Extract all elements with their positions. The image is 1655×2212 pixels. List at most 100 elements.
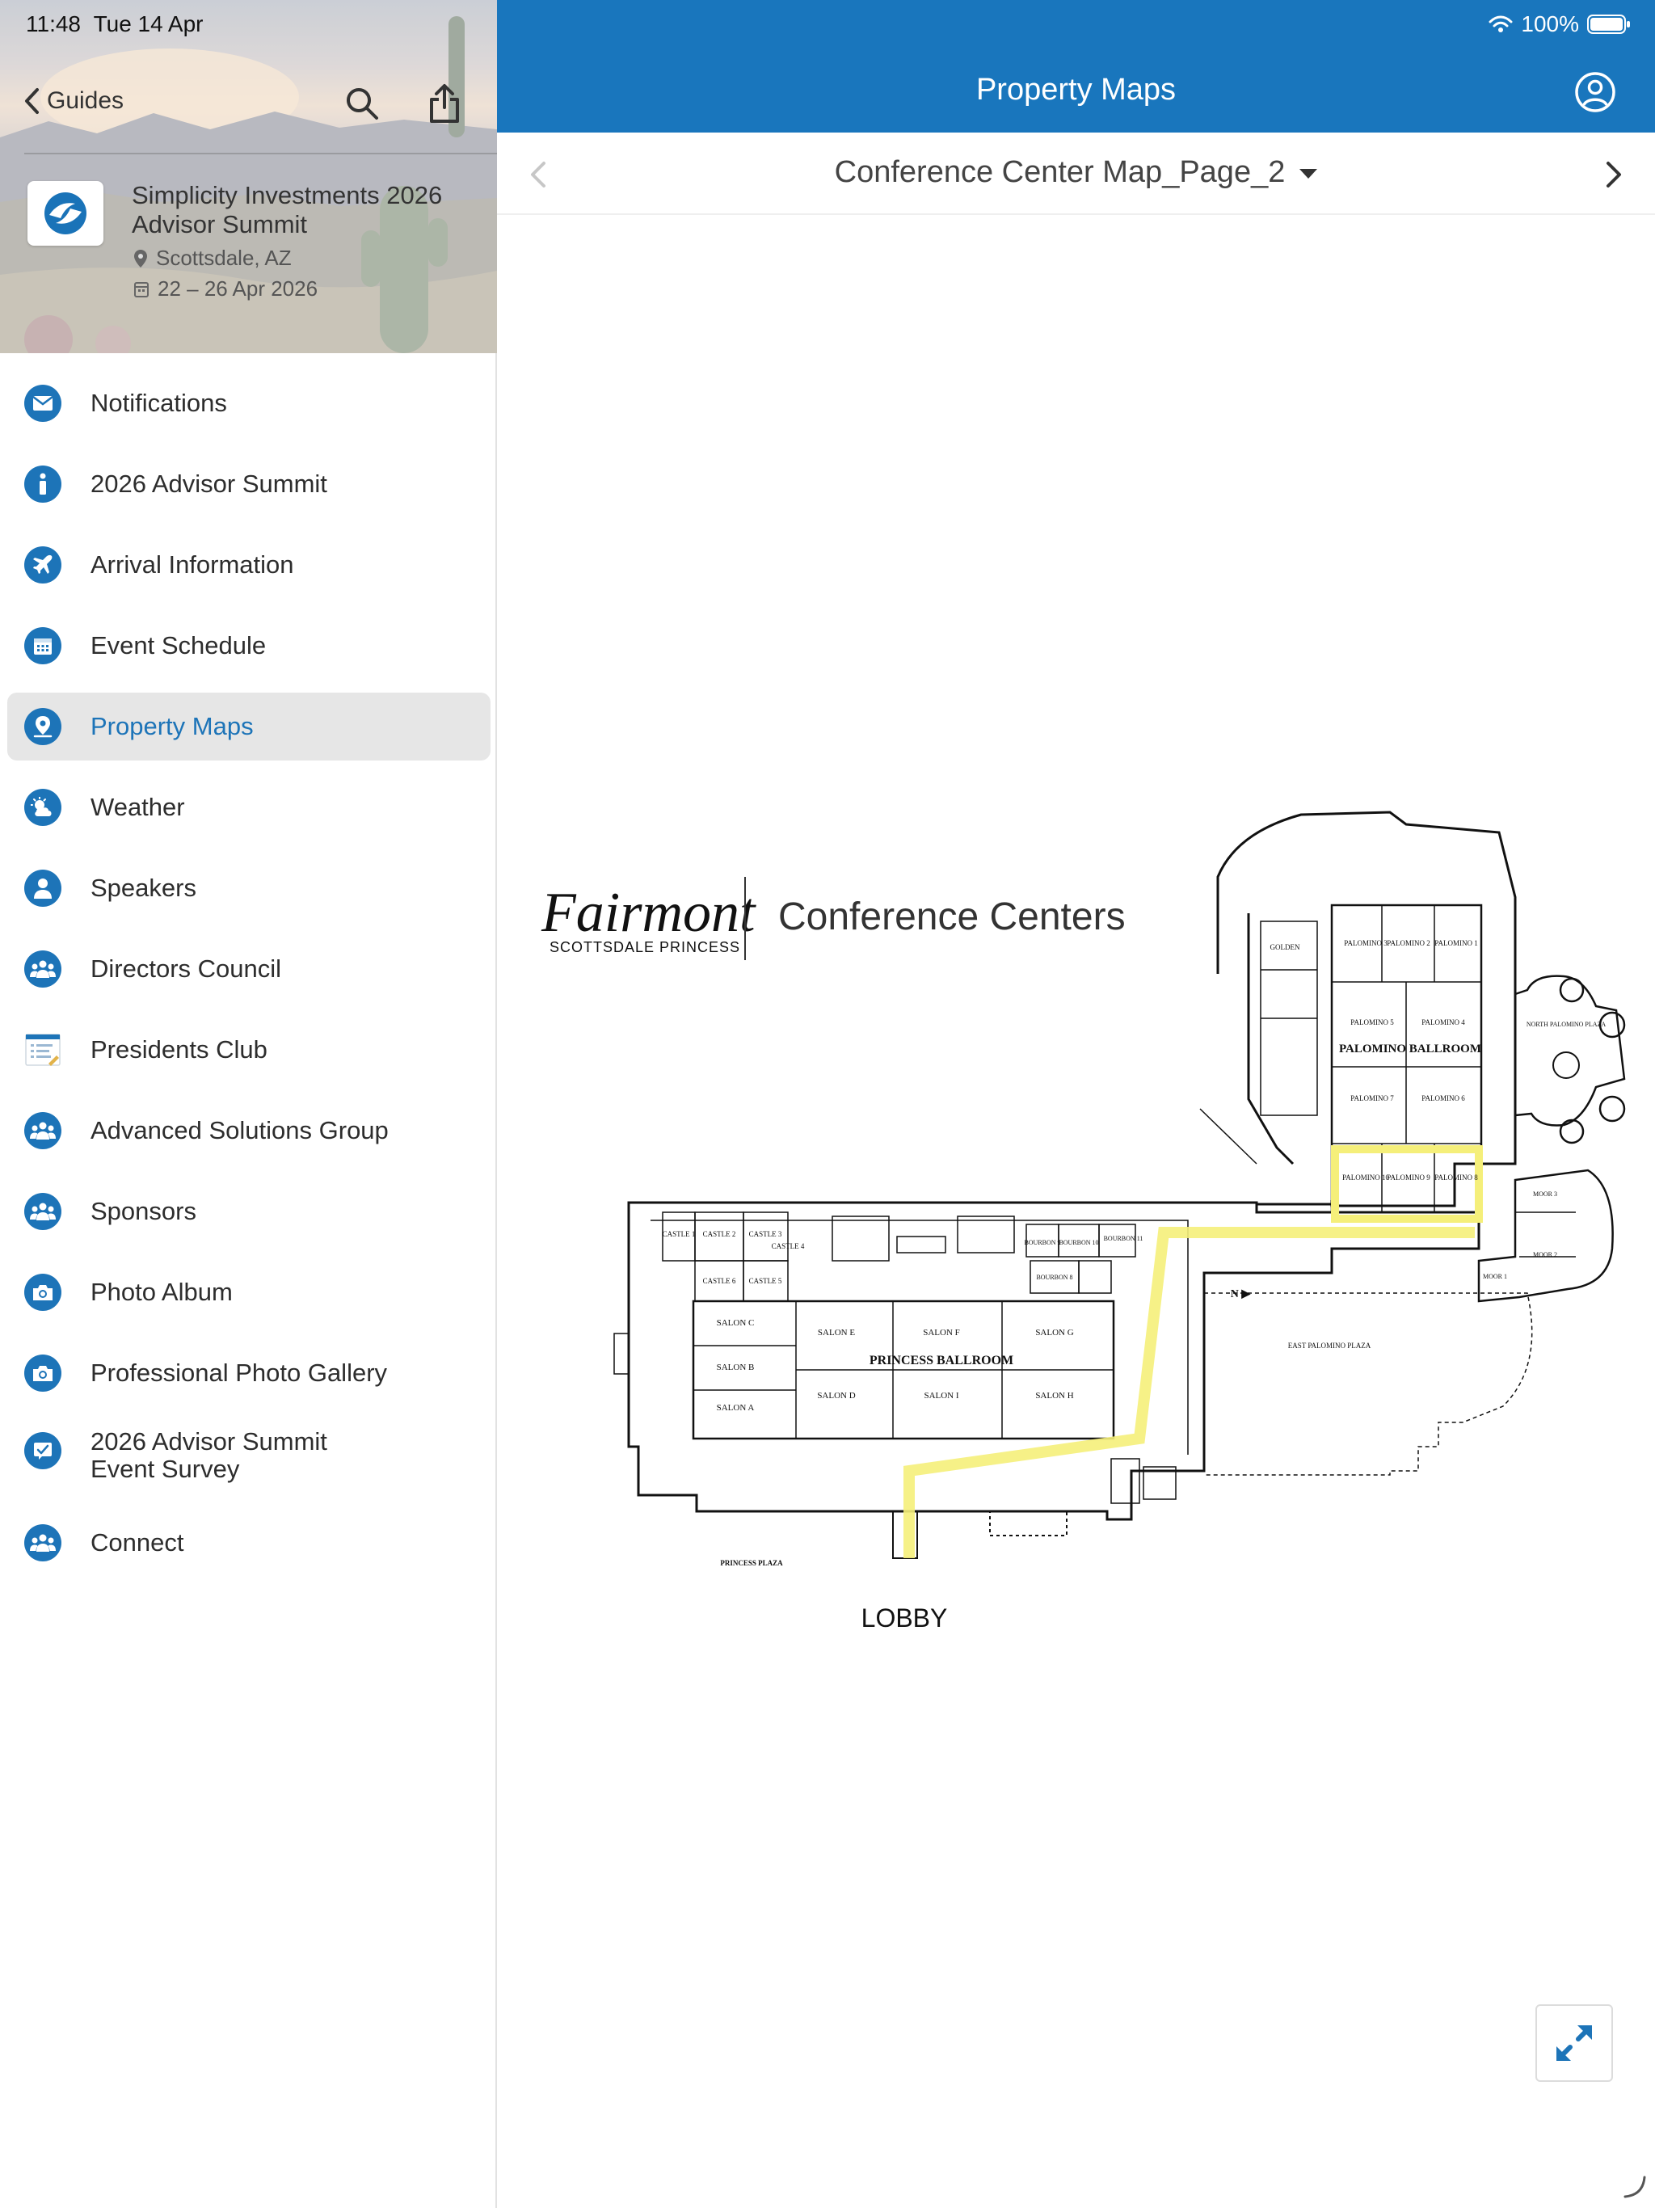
- sidebar-item-label: Advanced Solutions Group: [91, 1116, 389, 1144]
- palomino-wing-inner: [1247, 913, 1295, 1165]
- event-header: 11:48 Tue 14 Apr Guides Simplicity Inves…: [0, 0, 497, 353]
- north-arrow: N ▶: [1231, 1288, 1252, 1300]
- share-button[interactable]: [422, 81, 467, 126]
- sidebar-item-event-schedule[interactable]: Event Schedule: [0, 605, 497, 686]
- sidebar-item-label: Notifications: [91, 389, 227, 417]
- west-entrance: [613, 1333, 629, 1375]
- sidebar-item-label: Photo Album: [91, 1278, 233, 1306]
- map-viewer[interactable]: Fairmont SCOTTSDALE PRINCESS Conference …: [497, 215, 1655, 2208]
- label-salon-c: SALON C: [717, 1318, 755, 1328]
- page-title: Property Maps: [975, 73, 1177, 107]
- fullscreen-button[interactable]: [1535, 2004, 1613, 2082]
- label-palomino-10: PALOMINO 10: [1342, 1173, 1389, 1182]
- header-divider: [24, 153, 497, 154]
- sidebar-item-weather[interactable]: Weather: [0, 767, 497, 848]
- label-castle-1: CASTLE 1: [663, 1230, 696, 1238]
- group-icon: [24, 1524, 61, 1561]
- label-castle-4: CASTLE 4: [772, 1242, 805, 1250]
- label-castle-3: CASTLE 3: [749, 1230, 782, 1238]
- label-palomino-3: PALOMINO 3: [1344, 939, 1388, 947]
- calendar-small-icon: [134, 281, 149, 297]
- weather-icon: [24, 789, 61, 826]
- camera-icon: [24, 1274, 61, 1311]
- north-plaza-fountain: [1552, 1051, 1580, 1079]
- princess-wing-outline: [627, 1201, 1480, 1521]
- sidebar-item-arrival-information[interactable]: Arrival Information: [0, 525, 497, 605]
- profile-button[interactable]: [1574, 71, 1616, 113]
- label-princess-ballroom: PRINCESS BALLROOM: [870, 1354, 1013, 1367]
- palomino-wing-outline: [1216, 811, 1517, 1207]
- north-approach: [1199, 1108, 1257, 1165]
- group-icon: [24, 950, 61, 988]
- previous-page-button[interactable]: [516, 152, 562, 197]
- airplane-icon: [24, 546, 61, 584]
- label-salon-d: SALON D: [817, 1391, 855, 1401]
- sidebar-item-event-survey[interactable]: 2026 Advisor Summit Event Survey: [0, 1414, 497, 1502]
- sidebar-item-directors-council[interactable]: Directors Council: [0, 929, 497, 1009]
- service-rooms: [832, 1216, 1177, 1504]
- next-page-button[interactable]: [1590, 152, 1636, 197]
- navigation-bar: 100% Property Maps: [497, 0, 1655, 133]
- label-palomino-6: PALOMINO 6: [1421, 1094, 1465, 1102]
- location-pin-icon: [134, 249, 147, 268]
- north-plaza-tower-2: [1598, 1095, 1626, 1123]
- label-salon-a: SALON A: [717, 1403, 755, 1413]
- map-page-bar: Conference Center Map_Page_2: [497, 133, 1655, 215]
- brand-subtitle: SCOTTSDALE PRINCESS: [550, 939, 740, 955]
- envelope-icon: [24, 385, 61, 422]
- sidebar-item-photo-album[interactable]: Photo Album: [0, 1252, 497, 1333]
- label-palomino-5: PALOMINO 5: [1350, 1018, 1394, 1026]
- sidebar-item-property-maps[interactable]: Property Maps: [0, 686, 497, 767]
- bourbon-rooms: [1025, 1224, 1136, 1294]
- palomino-room-dividers: [1332, 905, 1481, 1212]
- label-salon-f: SALON F: [923, 1328, 960, 1338]
- route-line: [903, 1227, 1475, 1558]
- label-east-palomino-plaza: EAST PALOMINO PLAZA: [1288, 1342, 1371, 1350]
- sidebar-item-professional-photo-gallery[interactable]: Professional Photo Gallery: [0, 1333, 497, 1414]
- label-palomino-ballroom: PALOMINO BALLROOM: [1339, 1043, 1481, 1055]
- sidebar-item-speakers[interactable]: Speakers: [0, 848, 497, 929]
- sidebar-item-label: Weather: [91, 793, 185, 821]
- sidebar-item-advisor-summit[interactable]: 2026 Advisor Summit: [0, 444, 497, 525]
- label-salon-b: SALON B: [717, 1363, 755, 1372]
- search-button[interactable]: [339, 81, 385, 126]
- moor-wing-outline: [1477, 1169, 1614, 1303]
- sidebar-item-sponsors[interactable]: Sponsors: [0, 1171, 497, 1252]
- floor-plan: [613, 811, 1626, 1559]
- camera-icon: [24, 1355, 61, 1392]
- user-circle-icon: [1575, 72, 1615, 112]
- desert-background: [0, 16, 497, 353]
- label-bourbon-9: BOURBON 9: [1024, 1239, 1060, 1246]
- sidebar-item-notifications[interactable]: Notifications: [0, 363, 497, 444]
- north-plaza-tower-3: [1559, 977, 1585, 1003]
- sidebar-item-label: Property Maps: [91, 712, 254, 740]
- survey-label-line2: Event Survey: [91, 1455, 240, 1483]
- route-path: [903, 1145, 1483, 1558]
- sidebar-item-label: Event Schedule: [91, 631, 267, 659]
- document-icon: [24, 1031, 61, 1068]
- label-palomino-4: PALOMINO 4: [1421, 1018, 1465, 1026]
- label-salon-h: SALON H: [1035, 1391, 1073, 1401]
- survey-icon: [24, 1432, 61, 1469]
- north-plaza-tower-4: [1559, 1119, 1585, 1144]
- group-icon: [24, 1112, 61, 1149]
- sidebar-item-label: Sponsors: [91, 1197, 196, 1225]
- group-icon: [24, 1193, 61, 1230]
- sidebar-item-connect[interactable]: Connect: [0, 1502, 497, 1583]
- sidebar-item-presidents-club[interactable]: Presidents Club: [0, 1009, 497, 1090]
- calendar-icon: [24, 627, 61, 664]
- sidebar-item-label: Connect: [91, 1528, 184, 1557]
- back-button[interactable]: Guides: [23, 87, 124, 115]
- expand-arrows-icon: [1556, 2025, 1592, 2061]
- map-page-dropdown[interactable]: Conference Center Map_Page_2: [497, 155, 1655, 190]
- sidebar-item-label: Professional Photo Gallery: [91, 1359, 388, 1387]
- battery-icon: [1587, 15, 1630, 34]
- north-plaza-tower-1: [1598, 1011, 1626, 1039]
- sidebar-item-advanced-solutions-group[interactable]: Advanced Solutions Group: [0, 1090, 497, 1171]
- label-castle-2: CASTLE 2: [703, 1230, 736, 1238]
- chevron-right-icon: [1607, 162, 1621, 187]
- resize-handle-icon[interactable]: [1620, 2172, 1648, 2200]
- label-palomino-8: PALOMINO 8: [1434, 1173, 1478, 1182]
- event-title: Simplicity Investments 2026 Advisor Summ…: [132, 181, 443, 238]
- room-labels: PRINCESS BALLROOM PALOMINO BALLROOM SALO…: [663, 939, 1607, 1567]
